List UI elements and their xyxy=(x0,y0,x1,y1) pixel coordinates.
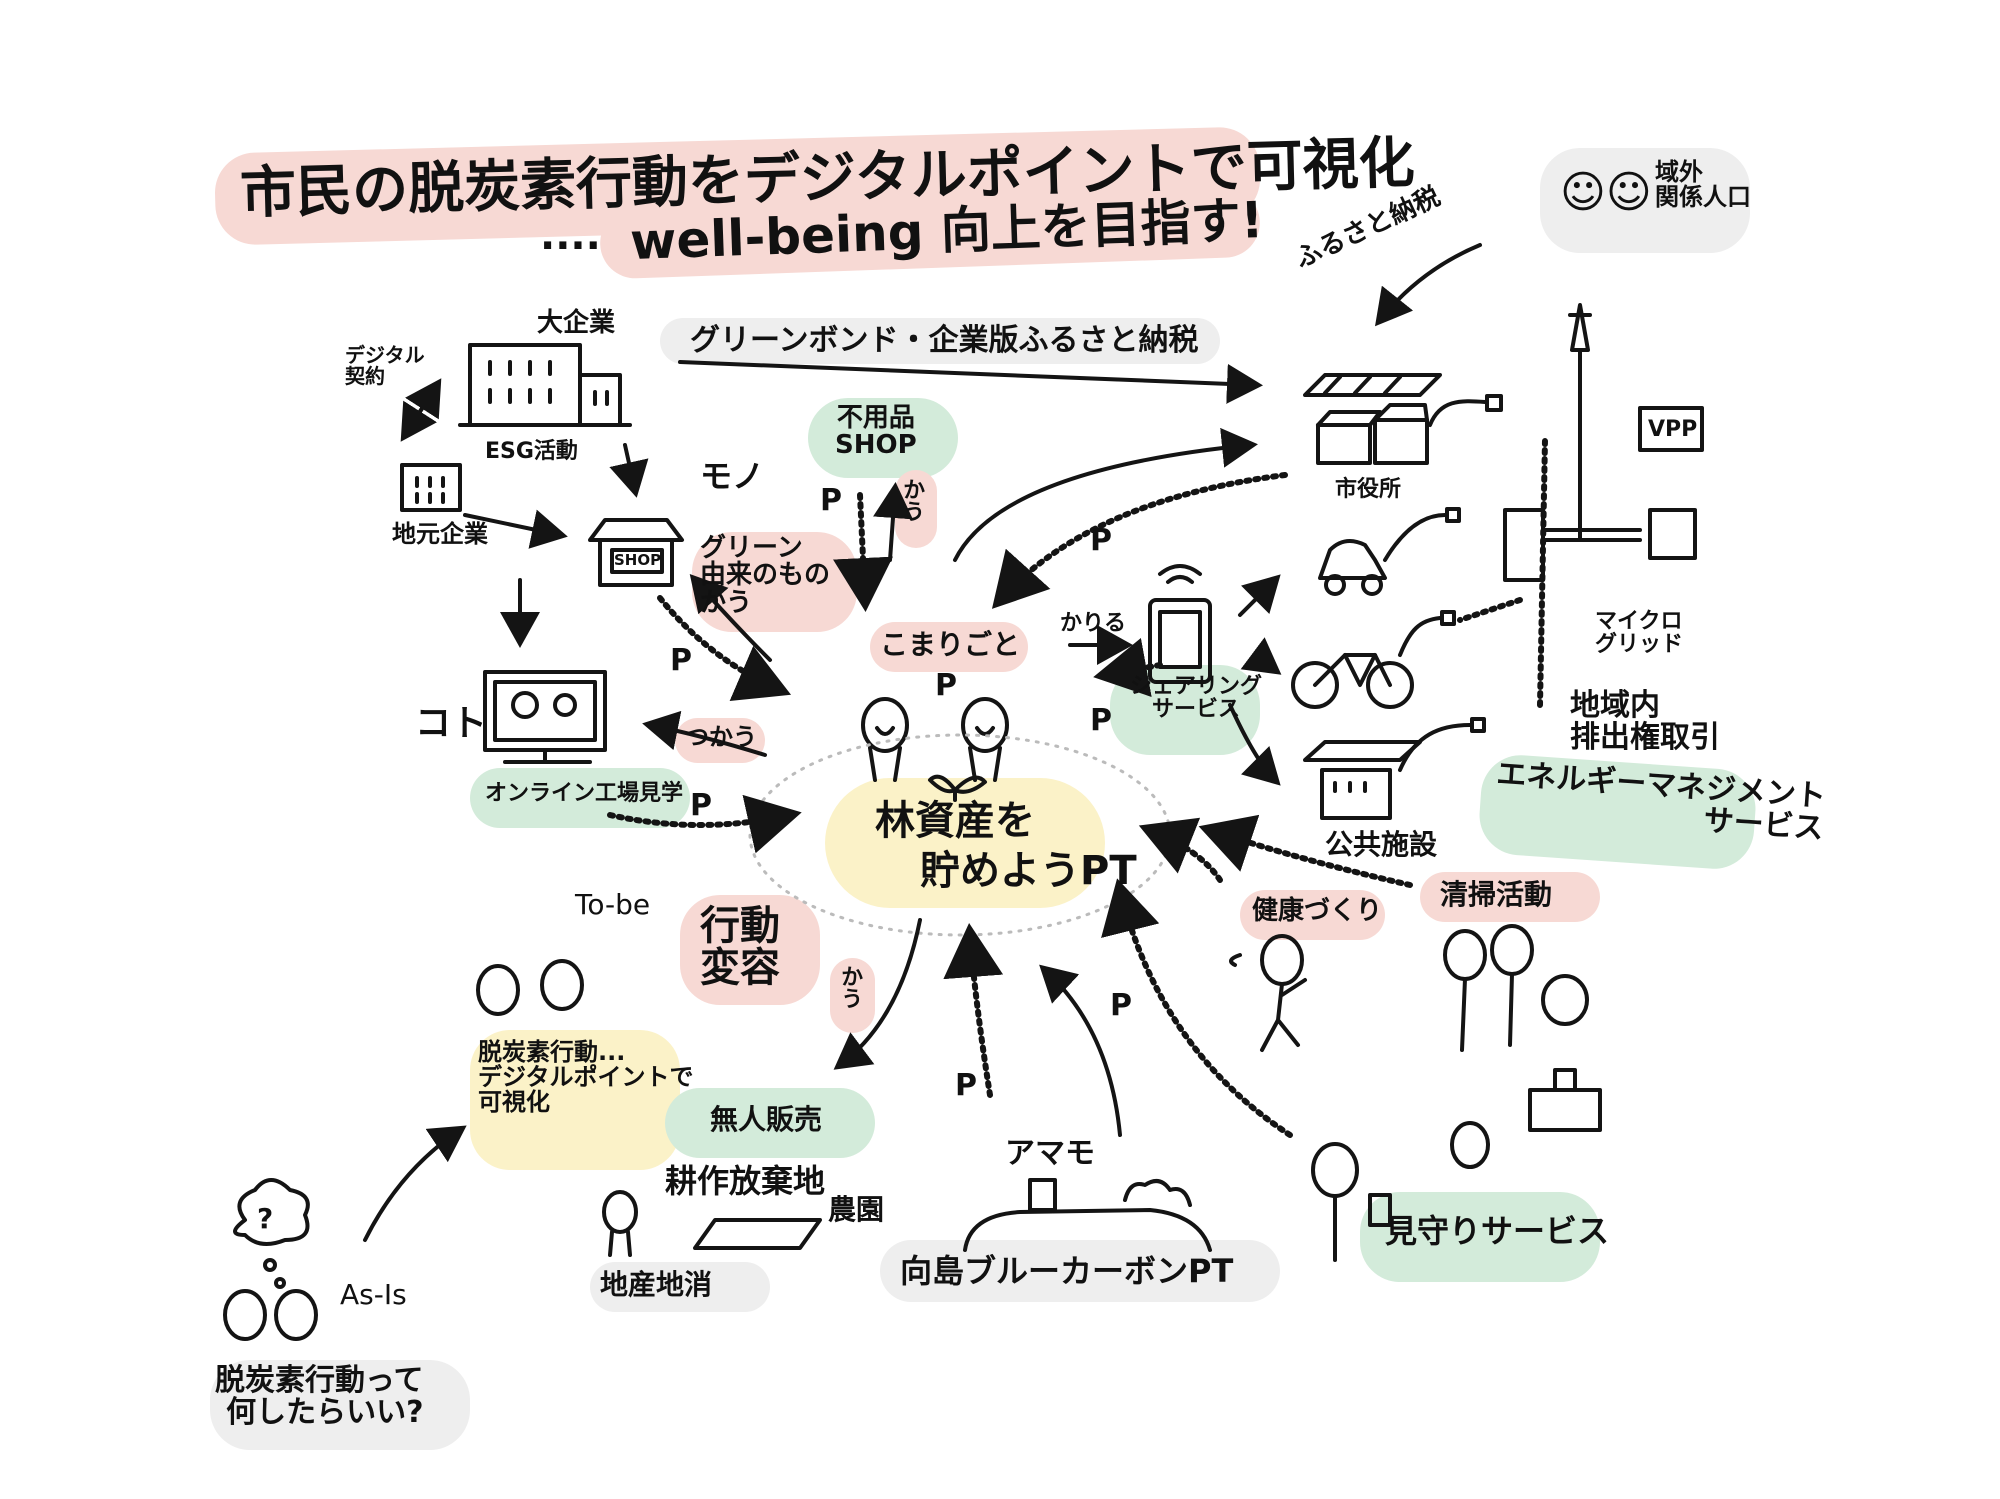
mono-label: モノ xyxy=(700,457,765,495)
cleaning-label: 清掃活動 xyxy=(1440,878,1553,911)
micro-grid-label: マイクロ グリッド xyxy=(1595,609,1684,658)
watch-service-label: 見守りサービス xyxy=(1385,1212,1610,1250)
p-marker: P xyxy=(955,1068,977,1103)
koto-label: コト xyxy=(415,703,488,744)
kau-label: かう xyxy=(899,478,925,522)
chisan-label: 地産地消 xyxy=(600,1268,713,1301)
komarigoto-highlight xyxy=(870,622,1028,672)
as-is-label: As-Is xyxy=(340,1278,407,1311)
tsukau-label: つかう xyxy=(685,723,757,751)
vpp-label: VPP xyxy=(1648,417,1698,442)
noen-label: 農園 xyxy=(828,1193,885,1226)
asis-people-icon xyxy=(223,1178,318,1341)
kariru-label: かりる xyxy=(1060,611,1127,636)
green-bond-highlight xyxy=(660,318,1220,364)
as-is-text: 脱炭素行動って 何したらいい? xyxy=(215,1363,424,1430)
ikigai-people-icon: ☺☺ xyxy=(1560,167,1652,218)
amamo-label: アマモ xyxy=(1005,1136,1095,1171)
mukojima-label: 向島ブルーカーボンPT xyxy=(900,1252,1234,1290)
seiso-highlight xyxy=(1420,872,1600,922)
share-service-label: シェアリング サービス xyxy=(1130,674,1263,723)
health-label: 健康づくり xyxy=(1252,896,1383,926)
green-yurai-label: グリーン 由来のもの かう xyxy=(700,533,831,618)
p-marker: P xyxy=(1090,703,1112,738)
komarigoto-label: こまりごと xyxy=(880,628,1021,661)
chisan-highlight xyxy=(590,1262,770,1312)
cleaning-people-icon xyxy=(1443,924,1589,1052)
mukojima-highlight xyxy=(880,1240,1280,1302)
ikigai-label: 域外 関係人口 xyxy=(1655,158,1751,212)
emission-trading-label: 地域内 排出権取引 xyxy=(1570,688,1720,755)
shop-icon xyxy=(588,518,684,587)
fuyohin-highlight xyxy=(808,398,958,478)
p-marker: P xyxy=(690,788,712,823)
p-marker: P xyxy=(670,643,692,678)
online-factory-label: オンライン工場見学 xyxy=(485,781,684,806)
solid-arrows xyxy=(363,243,1482,1242)
bicycle-icon xyxy=(1291,610,1456,709)
city-hall-solar-icon xyxy=(1303,373,1503,465)
local-company-building-icon xyxy=(400,463,462,512)
to-be-label: To-be xyxy=(575,888,651,921)
center-title-line-2: 貯めようPT xyxy=(920,848,1137,894)
central-people-icon xyxy=(861,697,1009,782)
ikigai-highlight xyxy=(1540,148,1750,253)
kodo-henyo-highlight xyxy=(680,895,820,1005)
public-facility-icon xyxy=(1303,717,1486,820)
p-marker: P xyxy=(1110,988,1132,1023)
watch-service-icon xyxy=(1311,1068,1602,1262)
center-highlight xyxy=(825,778,1105,908)
car-icon xyxy=(1318,507,1461,596)
question-mark: ? xyxy=(257,1202,273,1235)
kau-bottom-highlight xyxy=(830,958,875,1033)
public-facility-label: 公共施設 xyxy=(1325,828,1438,861)
p-marker: P xyxy=(1090,523,1112,558)
kosaku-label: 耕作放棄地 xyxy=(665,1162,826,1200)
p-marker: P xyxy=(935,668,957,703)
city-hall-label: 市役所 xyxy=(1335,477,1402,502)
to-be-text: 脱炭素行動... デジタルポイントで 可視化 xyxy=(478,1038,694,1117)
online-factory-monitor-icon xyxy=(483,670,607,764)
shop-label: SHOP xyxy=(614,551,662,569)
local-company-label: 地元企業 xyxy=(392,520,488,548)
abandoned-farmland-icon xyxy=(602,1190,822,1257)
mujin-highlight xyxy=(665,1088,875,1158)
green-bond-label: グリーンボンド・企業版ふるさと納税 xyxy=(690,323,1199,358)
p-marker: P xyxy=(820,483,842,518)
title-line-2-prefix: .... xyxy=(540,213,601,259)
mimamori-highlight xyxy=(1360,1192,1600,1282)
dotted-arrows xyxy=(607,437,1548,1138)
center-title-line-1: 林資産を xyxy=(875,798,1035,844)
sprout-icon xyxy=(928,774,987,802)
asis-highlight xyxy=(210,1360,470,1450)
online-kojo-highlight xyxy=(470,768,690,828)
health-person-icon xyxy=(1229,934,1307,1052)
micro-grid-pole-icon xyxy=(1503,303,1704,582)
tobe-people-icon xyxy=(476,959,584,1016)
esg-label: ESG活動 xyxy=(485,439,578,464)
large-enterprise-label: 大企業 xyxy=(537,308,616,338)
kau-bottom-label: かう xyxy=(837,965,863,1009)
kodo-henyo-label: 行動 変容 xyxy=(700,903,780,991)
tobe-highlight xyxy=(470,1030,680,1170)
large-enterprise-building-icon xyxy=(458,343,632,427)
blue-carbon-boat-icon xyxy=(963,1178,1212,1252)
mujin-label: 無人販売 xyxy=(710,1103,823,1136)
kenko-highlight xyxy=(1240,890,1385,940)
digital-contract-label: デジタル 契約 xyxy=(345,343,425,388)
fuyohin-shop-label: 不用品 SHOP xyxy=(835,403,917,461)
